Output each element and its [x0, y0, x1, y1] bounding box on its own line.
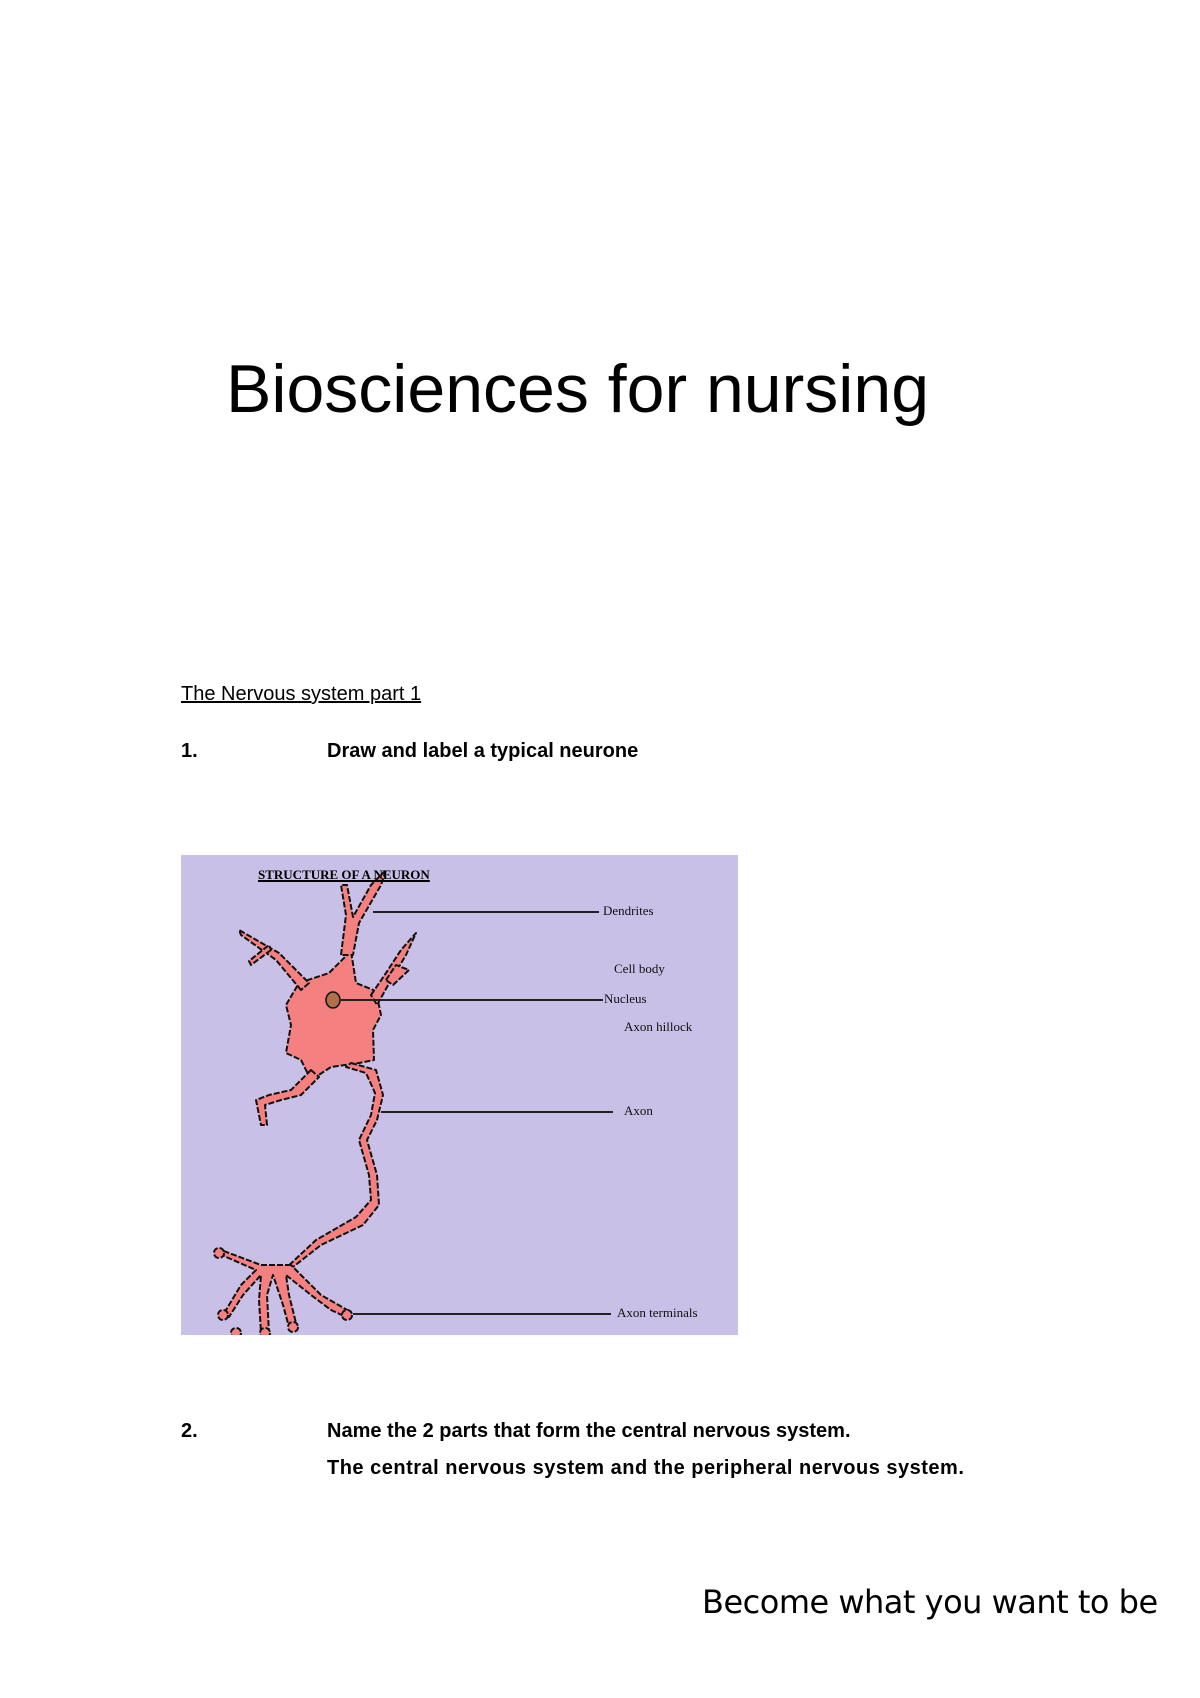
- label-dendrites: Dendrites: [603, 903, 654, 918]
- section-heading: The Nervous system part 1: [181, 683, 422, 705]
- label-axon: Axon: [624, 1103, 653, 1118]
- label-axon-terminals: Axon terminals: [617, 1305, 698, 1320]
- question-2-answer: The central nervous system and the perip…: [327, 1457, 965, 1479]
- neuron-drawing: [213, 869, 613, 1335]
- label-cell-body: Cell body: [614, 961, 665, 976]
- figure-title: STRUCTURE OF A NEURON: [258, 867, 430, 882]
- question-1-number: 1.: [181, 740, 198, 762]
- document-title: Biosciences for nursing: [226, 351, 930, 427]
- question-1-text: Draw and label a typical neurone: [327, 740, 639, 762]
- label-nucleus: Nucleus: [604, 991, 647, 1006]
- label-axon-hillock: Axon hillock: [624, 1019, 693, 1034]
- question-2-text: Name the 2 parts that form the central n…: [327, 1420, 851, 1442]
- question-2-number: 2.: [181, 1420, 198, 1442]
- footer-slogan: Become what you want to be: [702, 1583, 1158, 1621]
- neuron-diagram: STRUCTURE OF A NEURON Dendrites Cell bod…: [181, 855, 738, 1335]
